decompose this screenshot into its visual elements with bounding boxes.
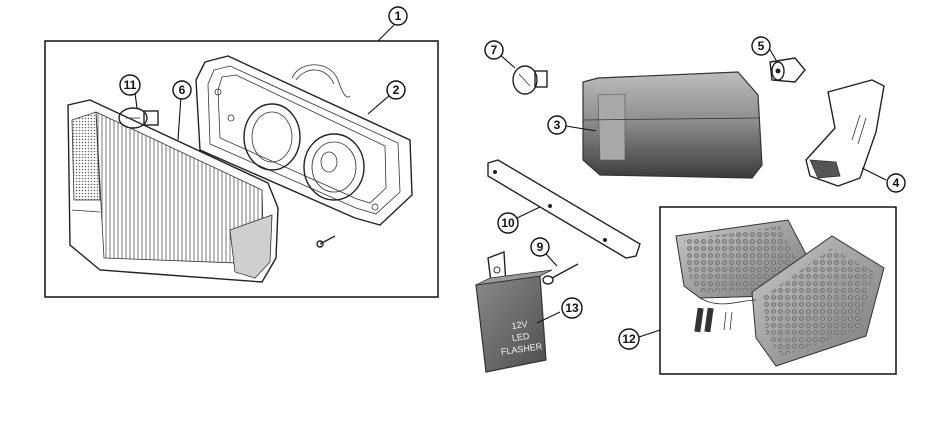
- callout-9: 9: [530, 237, 550, 257]
- callout-2-label: 2: [393, 83, 400, 97]
- rear-lens-illustration: [67, 99, 279, 283]
- callout-7: 7: [484, 40, 504, 60]
- callout-11-label: 11: [124, 78, 137, 92]
- leader-11: [134, 92, 138, 109]
- callout-12: 12: [618, 328, 640, 350]
- bulb-7-illustration: [512, 65, 548, 95]
- callout-10-label: 10: [501, 216, 515, 230]
- leader-10: [516, 206, 541, 219]
- trim-piece-4-illustration: [805, 79, 885, 187]
- bulb-11-illustration: [118, 107, 159, 129]
- callout-5-label: 5: [758, 39, 765, 53]
- flasher-label-12v: 12V: [511, 319, 528, 331]
- leader-13: [536, 311, 561, 324]
- callout-1-label: 1: [395, 9, 402, 23]
- small-screw-illustration: [316, 235, 336, 248]
- leader-1: [377, 23, 396, 42]
- callout-6: 6: [172, 80, 192, 100]
- callout-10: 10: [497, 212, 519, 234]
- smoked-lens-illustration: [582, 71, 763, 179]
- callout-4: 4: [886, 173, 906, 193]
- callout-5: 5: [751, 36, 771, 56]
- mounting-strip-10-illustration: [487, 159, 641, 259]
- callout-3-label: 3: [554, 118, 561, 132]
- leader-2: [367, 94, 391, 115]
- flasher-label-led: LED: [511, 331, 530, 343]
- leader-4: [861, 167, 887, 181]
- grommet-5-illustration: [769, 57, 806, 83]
- leader-9: [545, 253, 558, 267]
- screw-9-illustration: [542, 263, 579, 285]
- callout-4-label: 4: [893, 176, 900, 190]
- callout-7-label: 7: [491, 43, 498, 57]
- leader-12: [638, 329, 661, 338]
- lamp-body-illustration: [195, 55, 413, 226]
- callout-11: 11: [119, 74, 141, 96]
- callout-9-label: 9: [537, 240, 544, 254]
- callout-13: 13: [561, 297, 583, 319]
- leader-6: [177, 95, 182, 141]
- callout-1: 1: [388, 6, 408, 26]
- led-kit-frame: [659, 206, 897, 375]
- led-boards-12-illustration: [675, 219, 885, 367]
- callout-2: 2: [386, 80, 406, 100]
- callout-13-label: 13: [565, 301, 579, 315]
- leader-5: [768, 47, 777, 61]
- callout-3: 3: [547, 115, 567, 135]
- callout-12-label: 12: [622, 332, 636, 346]
- callout-6-label: 6: [179, 83, 186, 97]
- led-flasher-13-illustration: 12V LED FLASHER: [475, 251, 553, 373]
- leader-3: [565, 125, 597, 132]
- assembly-frame: [44, 40, 439, 298]
